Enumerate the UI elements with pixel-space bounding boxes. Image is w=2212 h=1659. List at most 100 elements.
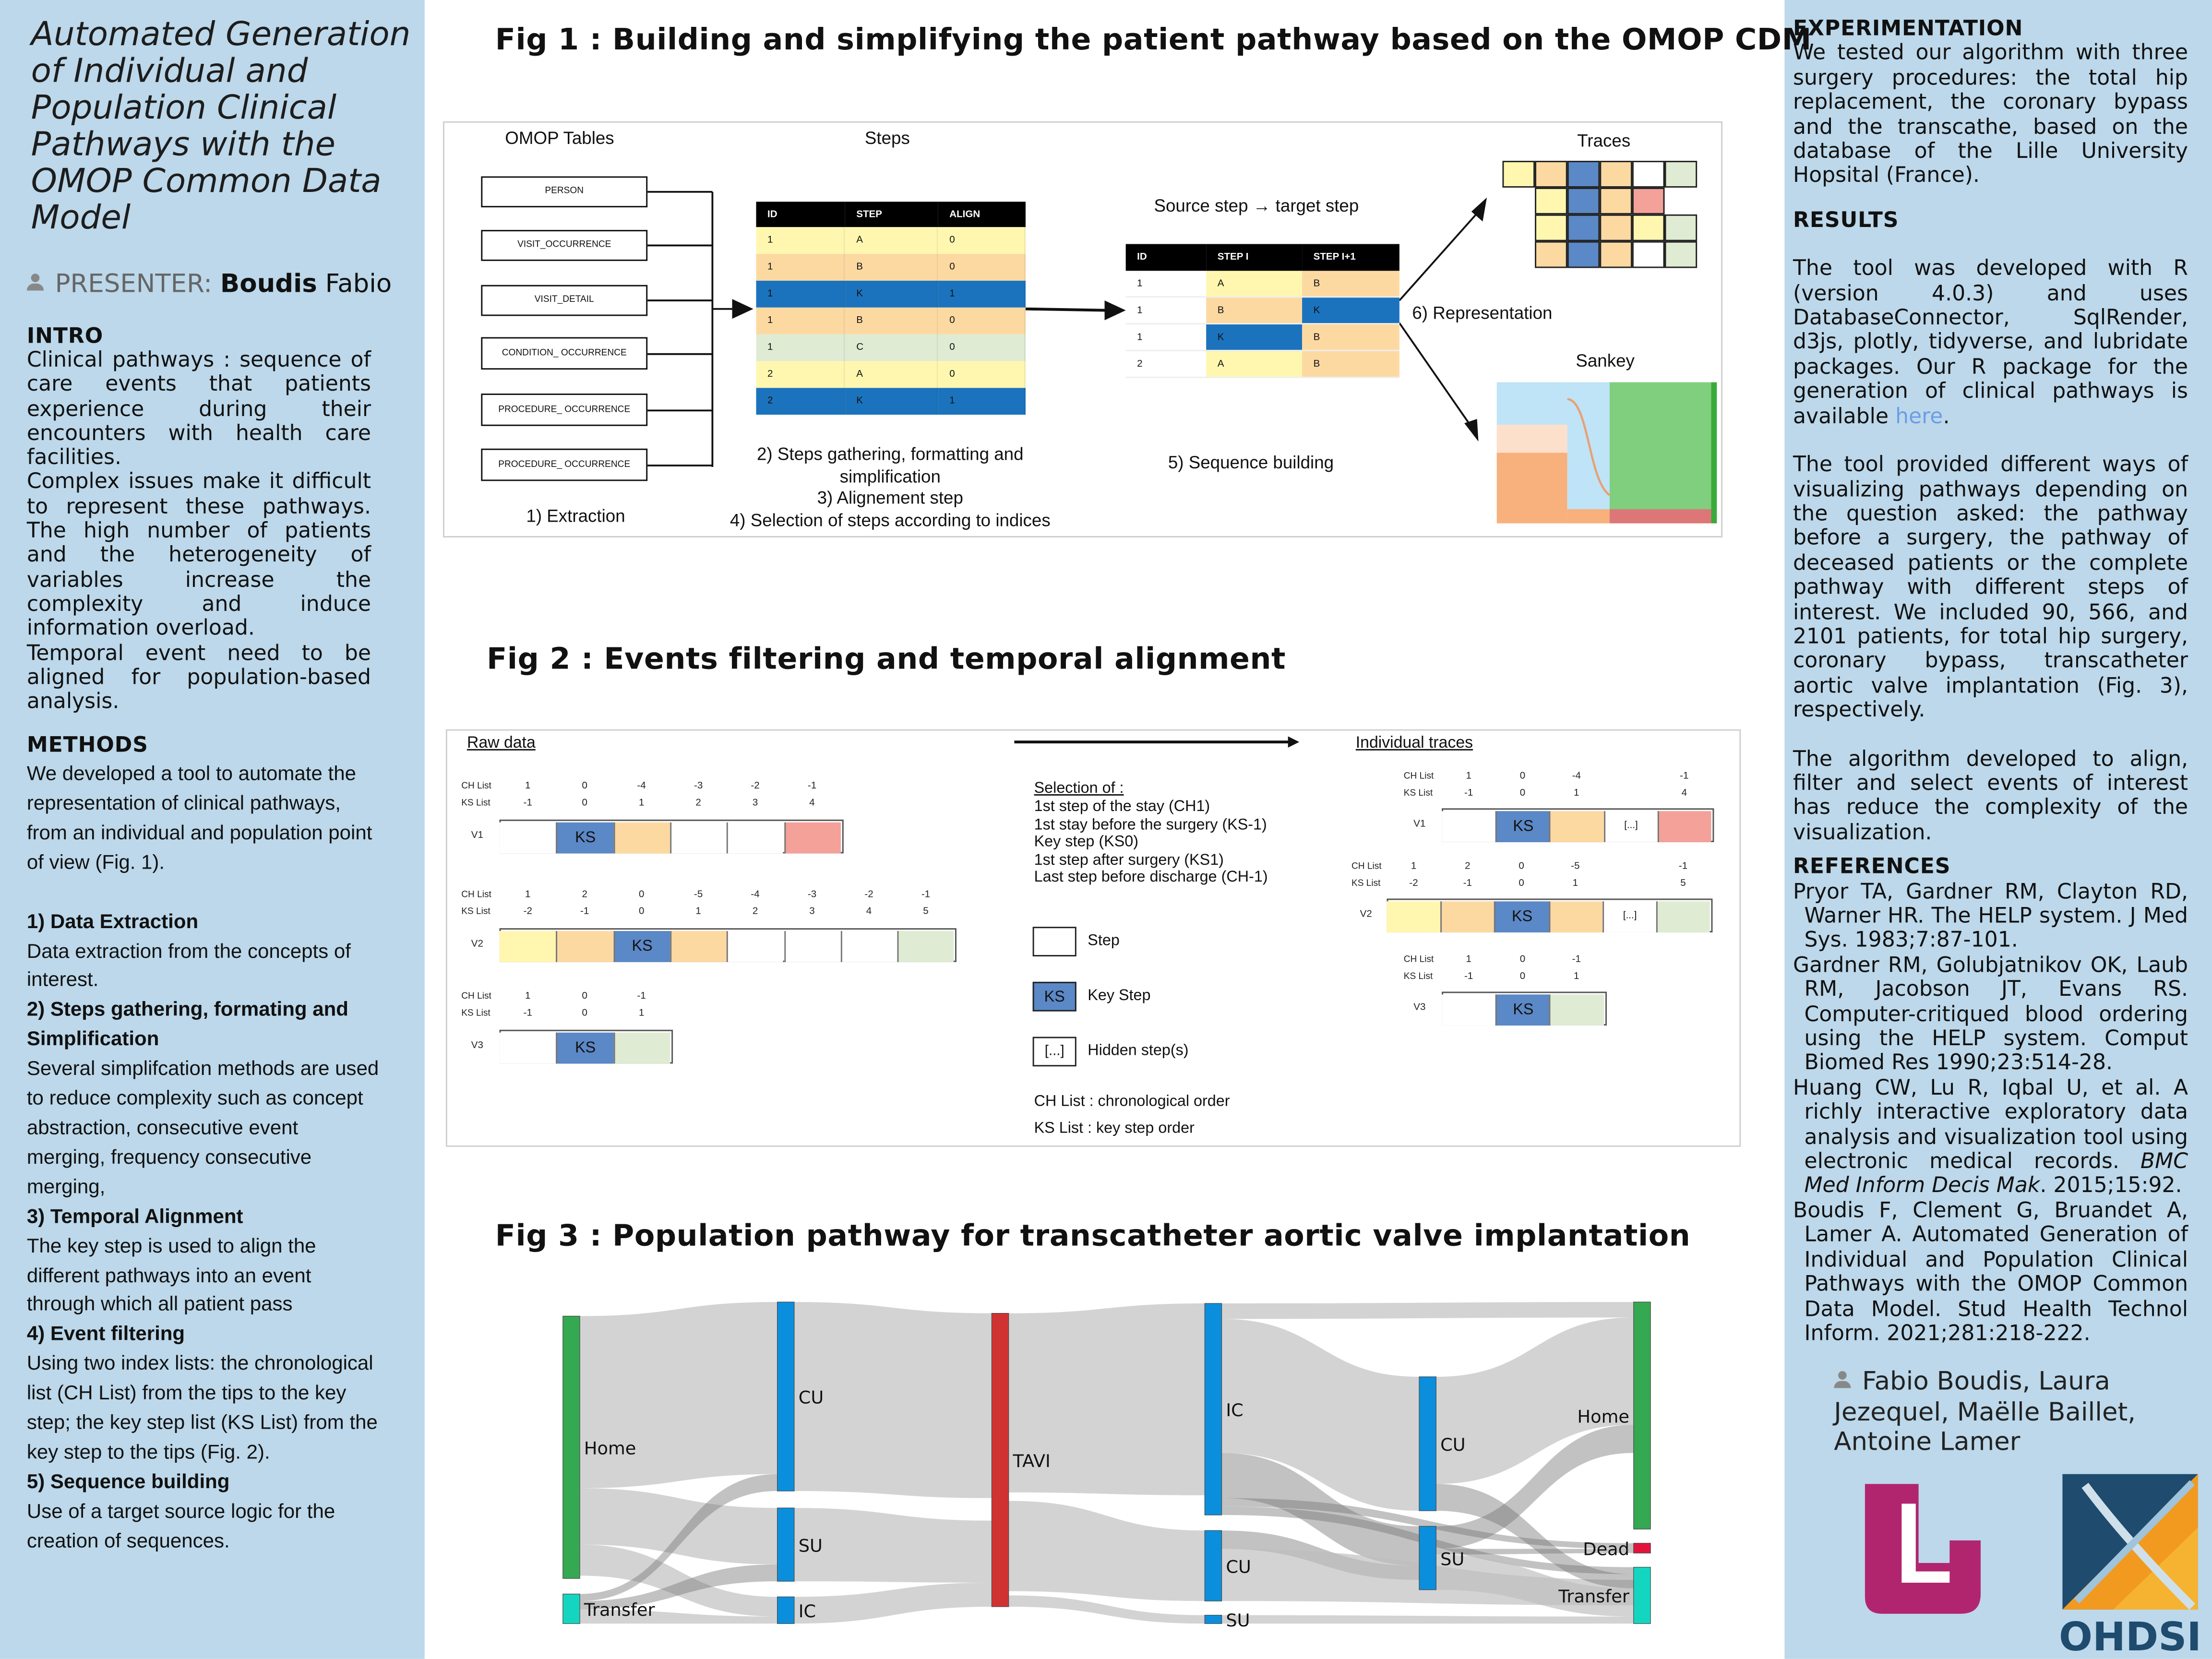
sankey-link: [794, 1302, 992, 1498]
representation-label: 6) Representation: [1412, 303, 1553, 323]
sankey-link: [794, 1508, 992, 1583]
selection-item: Last step before discharge (CH-1): [1034, 869, 1268, 886]
right-text: EXPERIMENTATION We tested our algorithm …: [1793, 15, 2188, 1346]
ch-list-value: -3: [693, 781, 703, 792]
trace-cell: [1600, 161, 1632, 188]
trace-cell: [1664, 241, 1698, 268]
step-cell: [840, 930, 897, 962]
steps-table-header: STEP: [845, 202, 938, 227]
sankey-node-label: Home: [584, 1438, 636, 1459]
sequence-table-cell: B: [1206, 298, 1303, 325]
trace-cell: [1664, 214, 1698, 241]
person-icon: [1834, 1371, 1851, 1388]
right-column: [1784, 0, 2212, 1659]
intro-heading: INTRO: [26, 323, 104, 349]
lille-university-logo: [1865, 1484, 1981, 1614]
arrow-line: [1399, 322, 1474, 430]
sankey-link: [1008, 1501, 1205, 1601]
ch-list-value: 0: [582, 991, 587, 1002]
trace-cell: [1535, 214, 1567, 241]
step-cell: [499, 930, 557, 962]
method-text: Several simplifcation methods are used t…: [26, 1058, 379, 1199]
step-cell: [727, 822, 784, 853]
steps-table-cell: B: [845, 307, 938, 334]
ks-list-label: KS List: [1403, 788, 1433, 799]
sankey-heading: Sankey: [1576, 351, 1635, 371]
ks-list-value: 0: [638, 907, 645, 917]
ch-list-value: 1: [1466, 771, 1471, 782]
sankey-node-transfer: [562, 1593, 580, 1624]
trace-cell: [1567, 187, 1600, 215]
ks-list-value: -1: [1463, 879, 1472, 889]
sankey-link: [1221, 1302, 1634, 1319]
mini-sankey-block: [1609, 382, 1711, 524]
sequence-table-header: STEP I: [1206, 244, 1303, 271]
sankey-node-label: IC: [1226, 1400, 1243, 1420]
caption-steps: simplification: [839, 466, 941, 486]
ch-list-value: 1: [1411, 861, 1417, 872]
ch-list-value: -3: [807, 890, 817, 900]
omop-table-box: PROCEDURE_ OCCURRENCE: [481, 448, 648, 481]
experimentation-heading: EXPERIMENTATION: [1793, 15, 2023, 41]
row-label: V2: [471, 939, 483, 950]
ch-list-value: -1: [1572, 955, 1581, 965]
sequence-table-cell: K: [1302, 298, 1399, 325]
individual-traces-heading: Individual traces: [1355, 735, 1473, 752]
reference-item: Huang CW, Lu R, Iqbal U, et al. A richly…: [1793, 1075, 2188, 1199]
methods-section: METHODS We developed a tool to automate …: [27, 732, 380, 1557]
step-cell: [1549, 993, 1603, 1025]
package-link[interactable]: here: [1895, 403, 1943, 429]
sankey-node-su: [777, 1507, 795, 1582]
omop-tables-heading: OMOP Tables: [505, 128, 614, 148]
ks-list-value: 1: [1572, 879, 1578, 889]
sankey-node-su: [1204, 1615, 1222, 1624]
step-cell: [897, 930, 955, 962]
key-step-cell: KS: [613, 930, 670, 962]
steps-table-cell: 1: [756, 227, 845, 254]
trace-cell: [1600, 187, 1632, 215]
sankey-node-ic: [1204, 1303, 1222, 1516]
raw-data-heading: Raw data: [466, 735, 536, 752]
sankey-link: [1008, 1303, 1205, 1495]
mini-sankey-block: [1711, 382, 1717, 524]
steps-table-cell: 1: [756, 334, 845, 361]
ks-list-label: KS List: [461, 907, 490, 917]
references-heading: REFERENCES: [1793, 853, 1951, 879]
step-cell: [613, 1032, 670, 1063]
methods-intro: We developed a tool to automate the repr…: [26, 763, 372, 874]
row-label: V3: [1413, 1003, 1426, 1013]
ch-list-value: 2: [582, 890, 587, 900]
row-label: V1: [471, 831, 483, 841]
sankey-link: [1436, 1424, 1634, 1549]
step-cell: [1549, 810, 1603, 842]
sankey-node-label: Home: [1578, 1406, 1629, 1427]
trace-cell: [1632, 161, 1665, 188]
arrow-line: [1025, 307, 1109, 312]
ch-list-value: 0: [582, 781, 587, 792]
ks-list-label: KS List: [461, 1008, 490, 1019]
trace-cell: [1632, 241, 1665, 268]
key-step-cell: KS: [1494, 900, 1549, 932]
sankey-node-label: CU: [799, 1387, 824, 1408]
sequence-table-cell: A: [1206, 351, 1303, 378]
sankey-link: [580, 1474, 777, 1601]
step-cell: [1440, 900, 1495, 932]
person-icon: [26, 274, 44, 291]
fig3-title: Fig 3 : Population pathway for transcath…: [495, 1218, 1691, 1253]
ch-list-value: -4: [637, 781, 646, 792]
trace-cell: [1632, 214, 1665, 241]
ks-list-value: 0: [1519, 972, 1526, 982]
sequence-heading: Source step → target step: [1154, 196, 1359, 216]
ks-list-value: 5: [923, 907, 929, 917]
steps-table-header: ALIGN: [938, 202, 1026, 227]
steps-table-cell: A: [845, 227, 938, 254]
sankey-node-label: SU: [1440, 1549, 1464, 1569]
trace-cell: [1535, 161, 1567, 188]
reference-item: Boudis F, Clement G, Bruandet A, Lamer A…: [1793, 1197, 2188, 1346]
method-heading: 3) Temporal Alignment: [26, 1205, 243, 1229]
steps-table-cell: 0: [938, 361, 1026, 388]
sankey-link: [580, 1488, 777, 1564]
ch-list-label: CH List: [461, 781, 491, 792]
sankey-node-transfer: [1633, 1567, 1651, 1624]
